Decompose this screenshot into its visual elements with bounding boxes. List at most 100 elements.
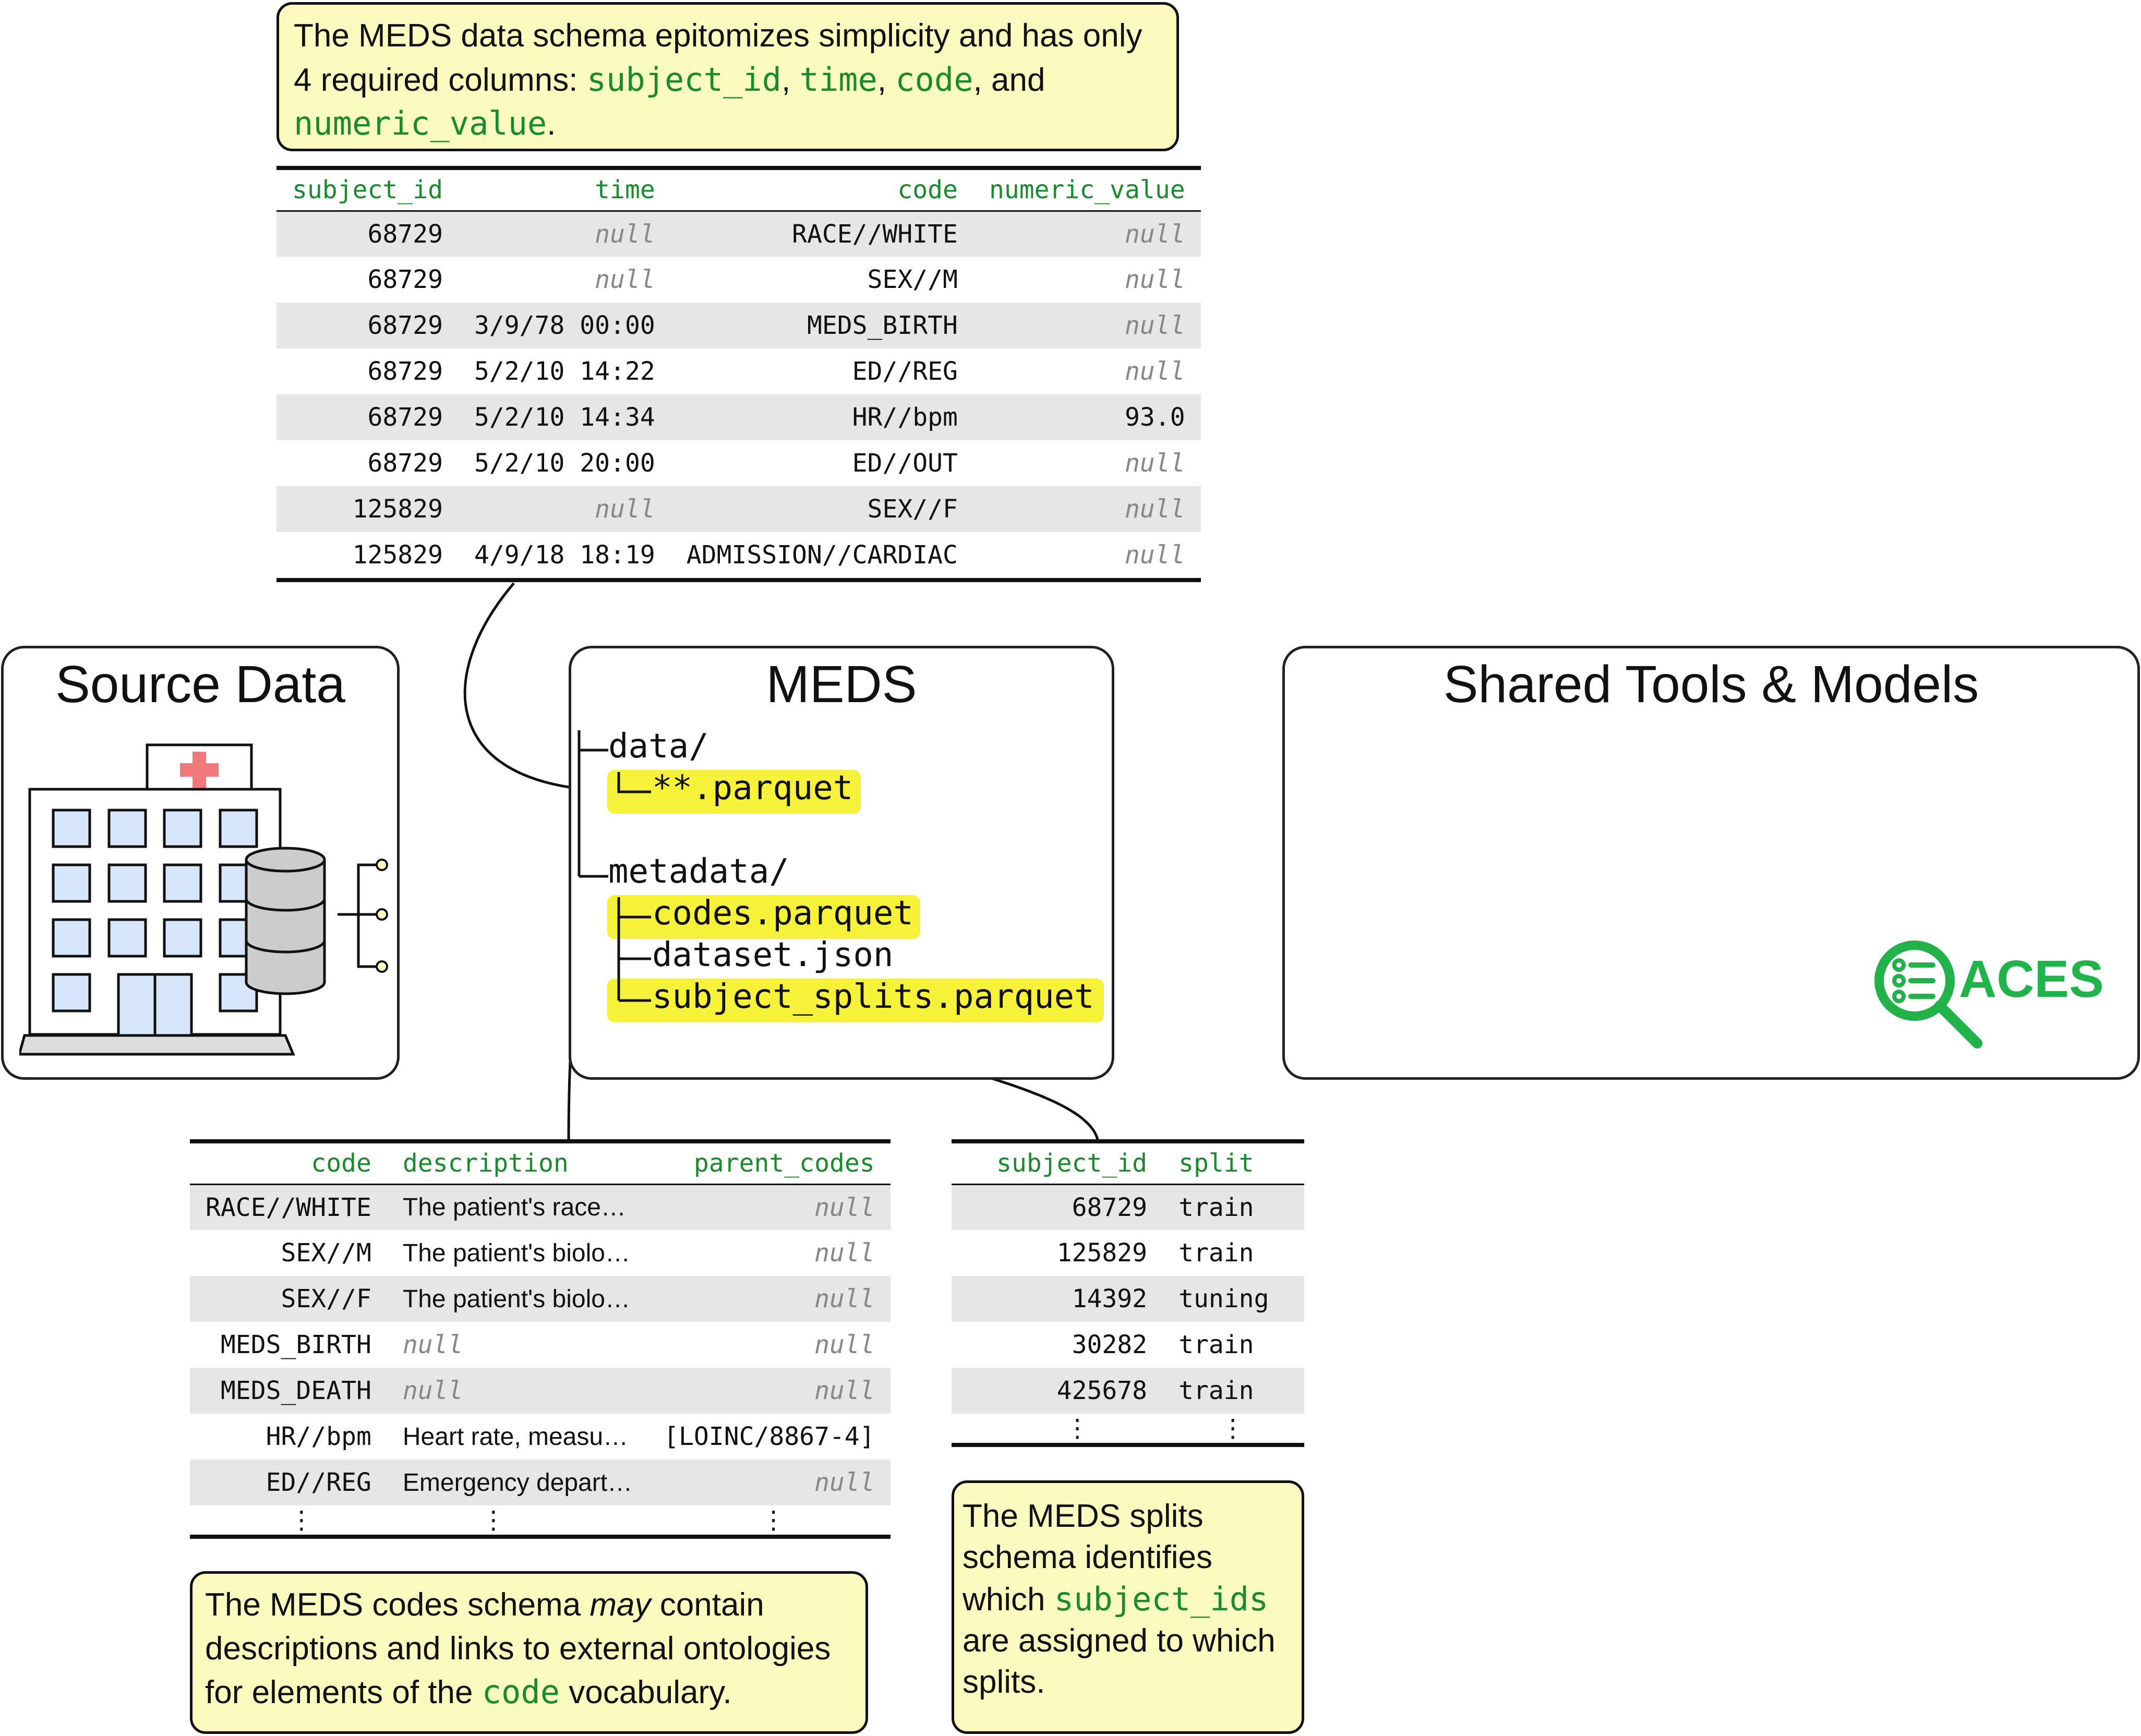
data-schema-note: The MEDS data schema epitomizes simplici… <box>276 2 1179 151</box>
subject-id-cell: 425678 <box>1056 1376 1148 1405</box>
time-cell: null <box>595 495 655 524</box>
tree-codes-file: codes.parquet <box>652 894 913 933</box>
ellipsis: ⋮ <box>1065 1414 1090 1443</box>
time-cell: null <box>595 219 655 249</box>
parent-codes-cell: null <box>814 1468 875 1497</box>
subject-id-cell: 68729 <box>1072 1192 1148 1222</box>
code-cell: MEDS_BIRTH <box>220 1330 371 1359</box>
code-cell: MEDS_DEATH <box>220 1376 371 1405</box>
parent-codes-cell: null <box>814 1284 875 1313</box>
parent-codes-cell: null <box>814 1376 875 1405</box>
tree-data-dir: data/ <box>608 727 709 766</box>
code-cell: HR//bpm <box>852 403 958 432</box>
source-data-title: Source Data <box>55 655 345 714</box>
numeric-value-cell: null <box>1125 311 1185 340</box>
shared-tools-title: Shared Tools & Models <box>1443 655 1979 714</box>
col-header-split: split <box>1178 1149 1254 1178</box>
ellipsis: ⋮ <box>1220 1414 1246 1443</box>
description-cell: The patient's biolo… <box>402 1239 630 1267</box>
codes-highlight <box>607 895 920 939</box>
time-cell: 4/9/18 18:19 <box>474 540 655 570</box>
description-cell: Emergency depart… <box>402 1468 633 1497</box>
table-row: 68729 null SEX//M null <box>276 257 1201 303</box>
code-cell: HR//bpm <box>266 1422 371 1451</box>
col-header-parent-codes: parent_codes <box>693 1149 875 1178</box>
tree-dataset-file: dataset.json <box>652 936 894 974</box>
description-cell: null <box>402 1330 463 1359</box>
table-row: SEX//F The patient's biolo… null <box>190 1276 891 1322</box>
col-header-code: code <box>311 1149 371 1178</box>
subject-id-cell: 68729 <box>367 449 443 478</box>
subject-id-cell: 125829 <box>1056 1238 1148 1268</box>
time-cell: null <box>595 265 655 294</box>
code-cell: MEDS_BIRTH <box>807 311 958 340</box>
meds-title: MEDS <box>766 655 917 714</box>
tree-splits-file: subject_splits.parquet <box>652 978 1094 1016</box>
subject-id-cell: 30282 <box>1072 1330 1148 1359</box>
source-data-panel: Source Data <box>1 646 400 1080</box>
time-cell: 5/2/10 14:34 <box>474 403 655 432</box>
numeric-value-cell: null <box>1125 357 1185 386</box>
code-cell: ADMISSION//CARDIAC <box>686 540 958 570</box>
splits-highlight <box>607 979 1104 1022</box>
numeric-value-cell: null <box>1125 265 1185 294</box>
col-header-time: time <box>595 175 655 205</box>
ellipsis: ⋮ <box>480 1505 506 1535</box>
col-header-numeric-value: numeric_value <box>989 175 1185 205</box>
ellipsis: ⋮ <box>288 1505 314 1535</box>
col-header-subject-id: subject_id <box>996 1149 1148 1178</box>
col-header-code: code <box>897 175 958 205</box>
code-cell: SEX//F <box>281 1284 371 1313</box>
codes-table: code description parent_codes RACE//WHIT… <box>190 1139 891 1539</box>
tree-metadata-dir: metadata/ <box>608 852 789 891</box>
subject-id-cell: 125829 <box>352 495 443 524</box>
subject-id-cell: 125829 <box>352 540 443 570</box>
subject-id-cell: 68729 <box>367 357 443 386</box>
time-cell: 3/9/78 00:00 <box>474 311 655 340</box>
code-cell: SEX//M <box>281 1238 371 1268</box>
code-cell: SEX//F <box>867 495 958 524</box>
table-row: MEDS_DEATH null null <box>190 1368 891 1414</box>
time-cell: 5/2/10 20:00 <box>474 449 655 478</box>
numeric-value-cell: null <box>1125 540 1185 570</box>
subject-id-cell: 68729 <box>367 265 443 294</box>
numeric-value-cell: null <box>1125 219 1185 249</box>
split-cell: train <box>1178 1238 1254 1268</box>
codes-schema-note: The MEDS codes schema may contain descri… <box>190 1571 868 1734</box>
code-cell: SEX//M <box>867 265 958 294</box>
meds-data-table: subject_id time code numeric_value 68729… <box>276 166 1201 582</box>
table-row: 68729 5/2/10 14:22 ED//REG null <box>276 348 1201 394</box>
subject-id-cell: 68729 <box>367 311 443 340</box>
col-header-description: description <box>402 1149 569 1178</box>
table-row: 68729 null RACE//WHITE null <box>276 211 1201 257</box>
time-cell: 5/2/10 14:22 <box>474 357 655 386</box>
numeric-value-cell: null <box>1125 495 1185 524</box>
col-header-subject-id: subject_id <box>292 175 443 205</box>
code-cell: RACE//WHITE <box>206 1192 371 1222</box>
description-cell: The patient's biolo… <box>402 1285 630 1313</box>
description-cell: Heart rate, measu… <box>402 1422 629 1451</box>
shared-tools-panel: Shared Tools & Models <box>1282 646 2140 1080</box>
subject-id-cell: 68729 <box>367 219 443 249</box>
table-row: 125829 4/9/18 18:19 ADMISSION//CARDIAC null <box>276 532 1201 578</box>
code-cell: RACE//WHITE <box>792 219 958 249</box>
description-cell: null <box>402 1376 463 1405</box>
code-cell: ED//REG <box>266 1468 371 1497</box>
parent-codes-cell: [LOINC/8867-4] <box>664 1422 875 1451</box>
code-cell: ED//REG <box>852 357 958 386</box>
subject-id-cell: 68729 <box>367 403 443 432</box>
tree-parquet-file: **.parquet <box>652 769 853 807</box>
table-row: 125829 null SEX//F null <box>276 486 1201 532</box>
split-cell: tuning <box>1178 1284 1269 1313</box>
description-cell: The patient's race… <box>402 1194 626 1222</box>
table-row: HR//bpm Heart rate, measu… [LOINC/8867-4] <box>190 1414 891 1460</box>
